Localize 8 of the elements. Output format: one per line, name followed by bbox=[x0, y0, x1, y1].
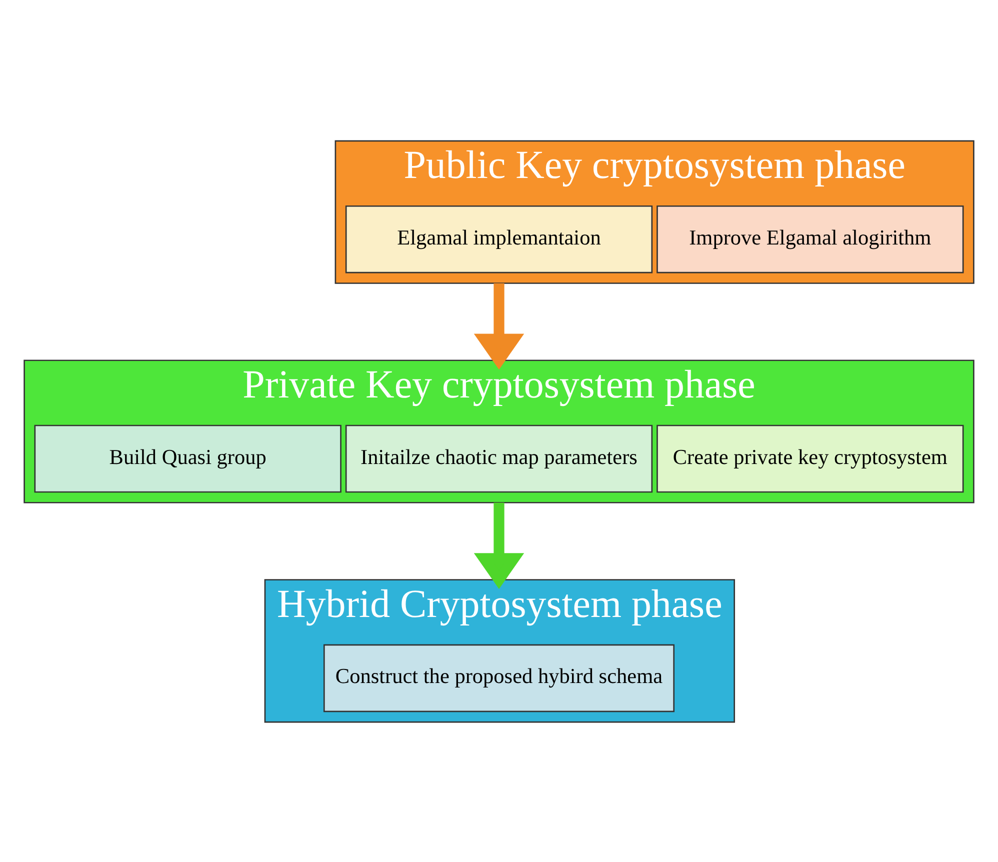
node-box: Elgamal implemantaion bbox=[345, 204, 653, 273]
arrow bbox=[474, 282, 524, 370]
node-box: Build Quasi group bbox=[34, 424, 342, 492]
node-box: Initailze chaotic map parameters bbox=[345, 424, 653, 492]
node-box: Create private key cryptosystem bbox=[656, 424, 964, 492]
node-box: Construct the proposed hybird schema bbox=[323, 644, 675, 712]
node-box: Improve Elgamal alogirithm bbox=[656, 204, 964, 273]
arrow bbox=[474, 502, 524, 589]
